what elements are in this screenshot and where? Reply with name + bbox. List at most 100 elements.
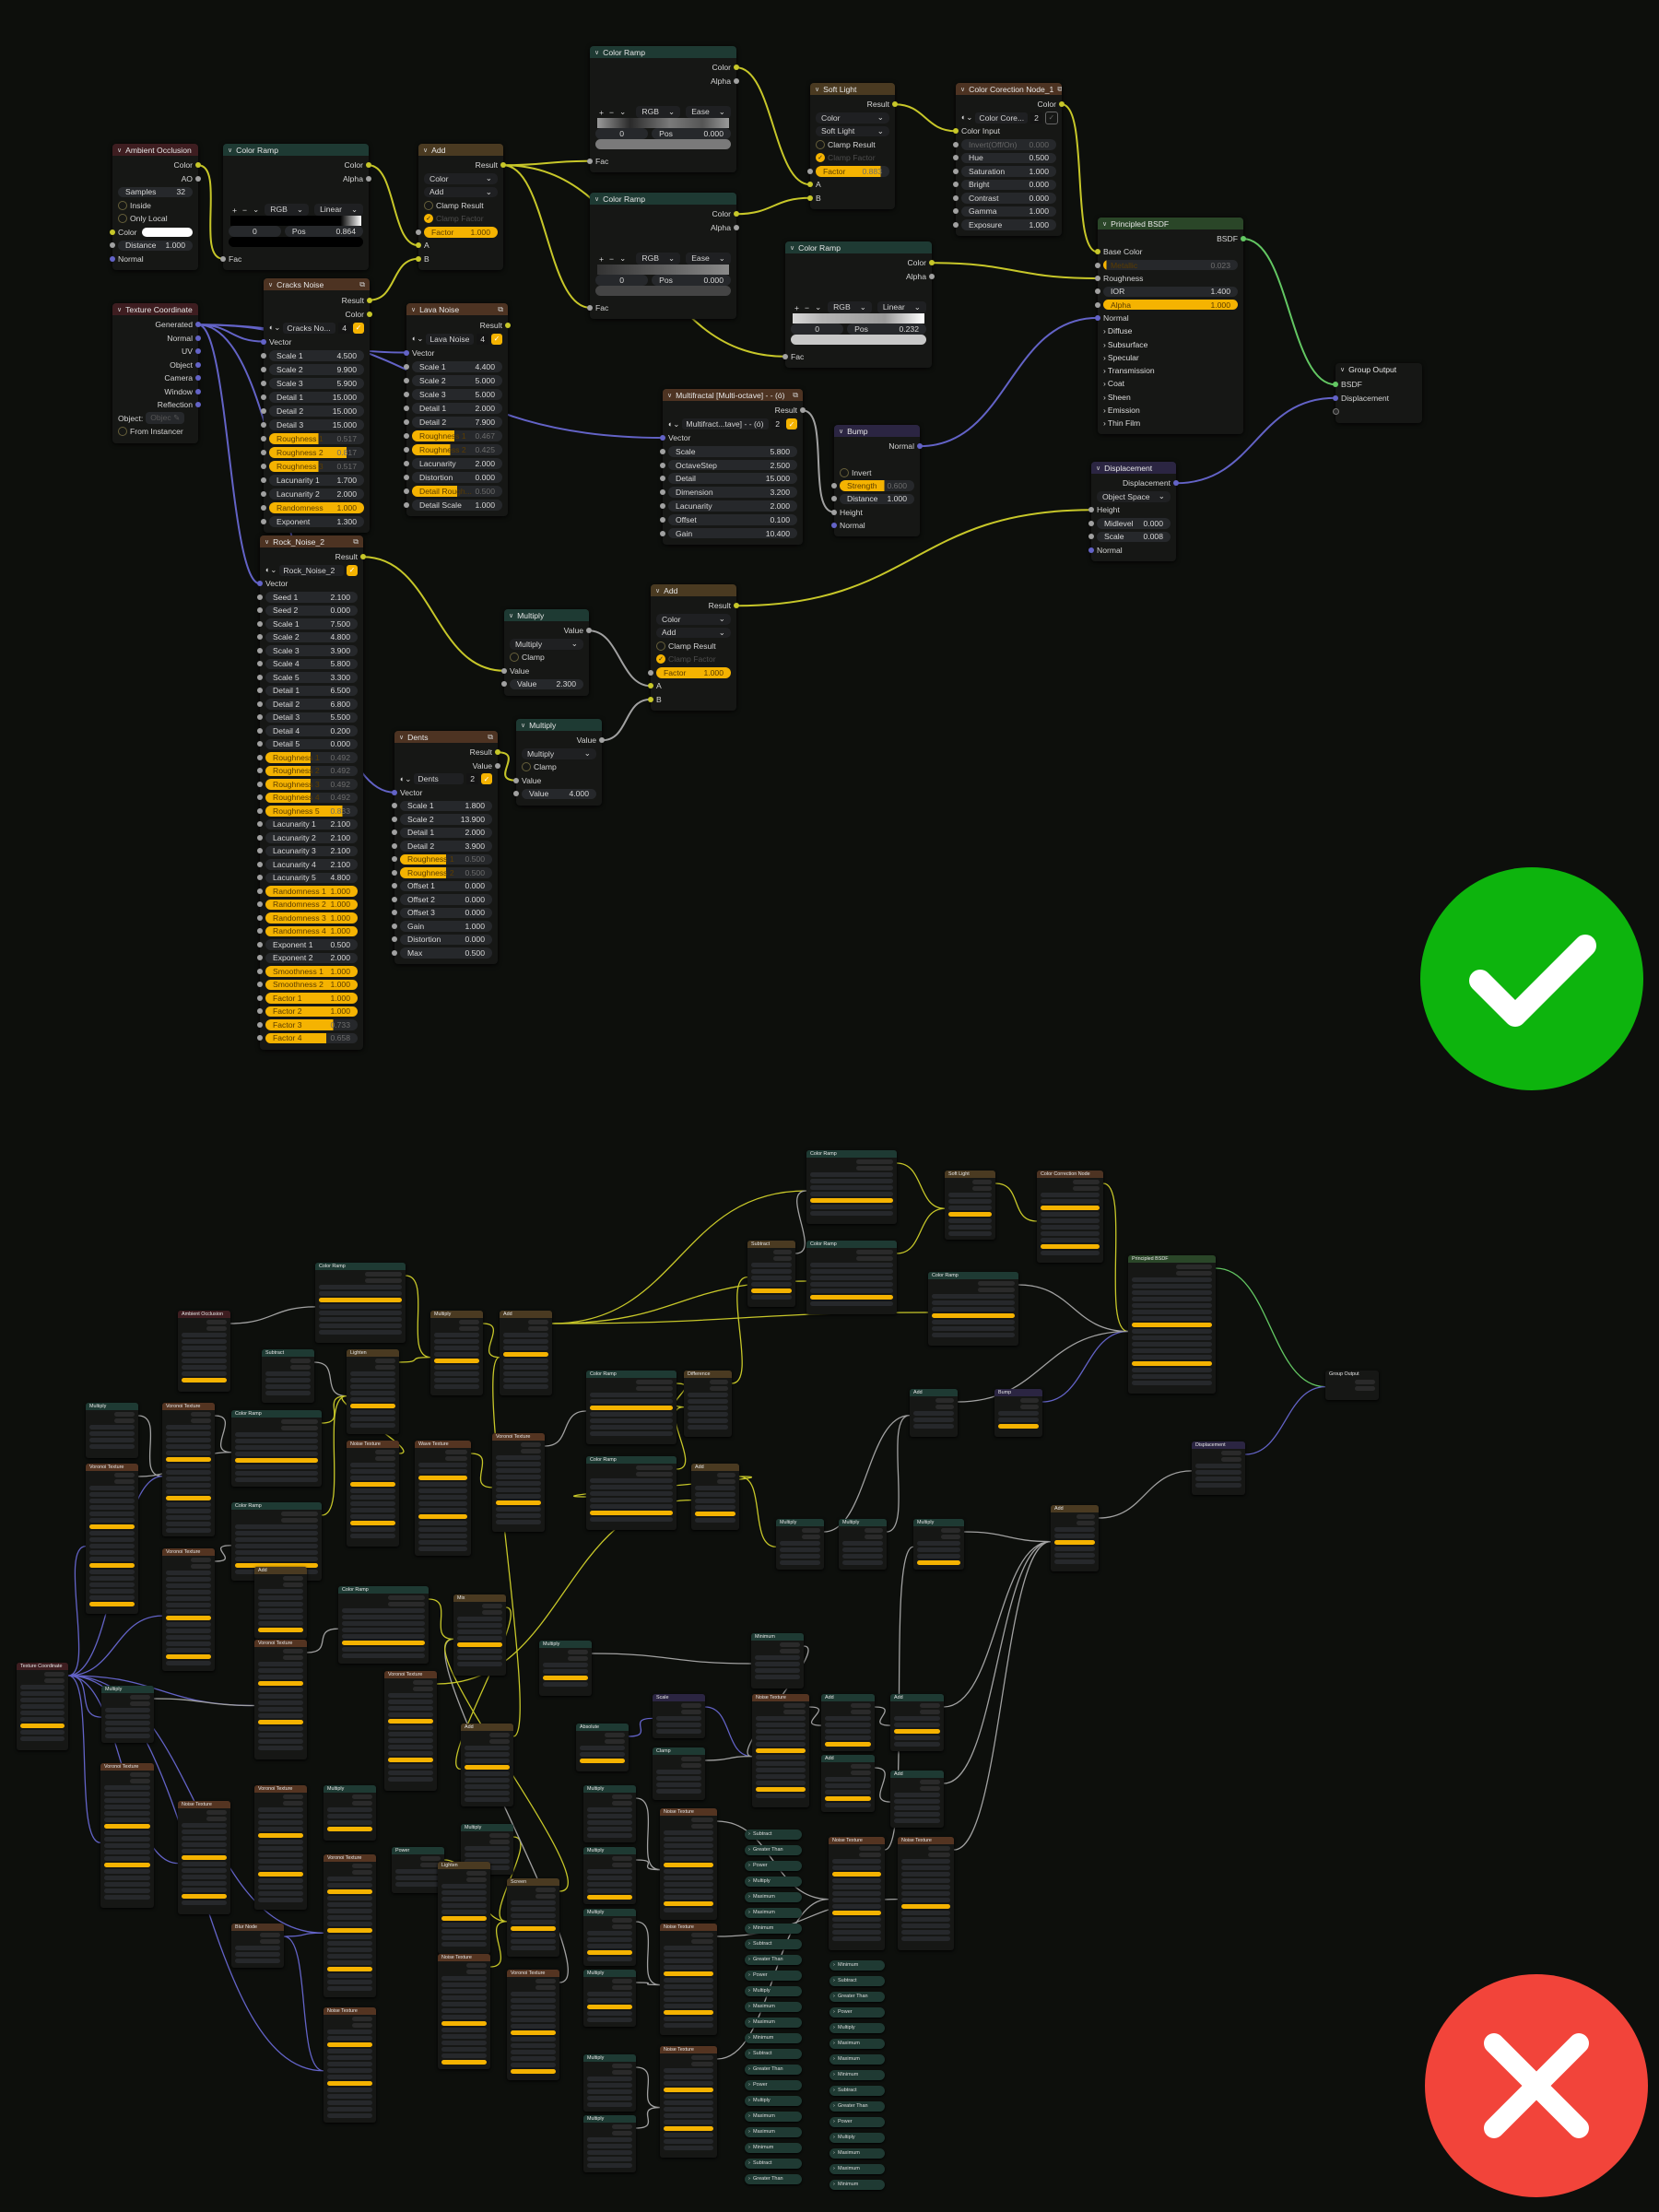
mini-node[interactable]: Voronoi Texture <box>162 1548 215 1671</box>
socket-input[interactable] <box>1088 507 1094 513</box>
collapsed-math-node[interactable]: Subtract <box>830 1976 885 1986</box>
socket-input[interactable] <box>257 781 263 787</box>
collapsed-math-node[interactable]: Greater Than <box>745 2065 802 2075</box>
collapse-chevron-icon[interactable]: ∨ <box>655 587 661 594</box>
socket-output[interactable] <box>917 443 923 450</box>
socket-output[interactable] <box>586 628 592 634</box>
collapsed-math-node[interactable]: Multiply <box>745 1877 802 1887</box>
socket-input[interactable] <box>257 848 263 854</box>
socket-input[interactable] <box>513 791 519 797</box>
socket-input[interactable] <box>257 741 263 747</box>
mini-node[interactable]: Multiply <box>913 1519 964 1570</box>
mini-node-header[interactable]: Absolute <box>576 1724 629 1731</box>
mini-node[interactable]: Multiply <box>583 1970 636 2027</box>
node-header[interactable]: ∨Multiply <box>516 719 602 731</box>
socket-input[interactable] <box>953 141 959 147</box>
socket-output[interactable] <box>495 749 500 756</box>
node-header[interactable]: ∨Displacement <box>1091 462 1176 474</box>
mini-node[interactable]: Noise Texture <box>660 1924 717 2035</box>
stop-index-field[interactable]: 0 <box>229 226 281 237</box>
ramp-gradient-bar[interactable] <box>793 313 924 324</box>
panel-toggle[interactable]: Specular <box>1107 352 1139 362</box>
mini-node[interactable]: Multiply <box>839 1519 887 1570</box>
mini-node[interactable]: Color Ramp <box>231 1410 322 1487</box>
mini-node[interactable]: Noise Texture <box>660 2046 717 2158</box>
collapsed-math-node[interactable]: Subtract <box>745 1939 802 1949</box>
mini-node[interactable]: Add <box>821 1694 875 1751</box>
socket-output[interactable] <box>195 175 201 182</box>
socket-input[interactable] <box>257 674 263 680</box>
mini-node-header[interactable]: Noise Texture <box>324 2007 376 2015</box>
mini-node-header[interactable]: Power <box>392 1847 444 1854</box>
socket-input[interactable] <box>1095 314 1100 321</box>
socket-input[interactable] <box>404 391 409 397</box>
stop-color-swatch[interactable] <box>595 139 731 149</box>
mini-node[interactable]: Noise Texture <box>438 1954 490 2069</box>
collapsed-math-node[interactable]: Subtract <box>745 2159 802 2169</box>
socket-input[interactable] <box>257 875 263 881</box>
mini-node-header[interactable]: Lighten <box>347 1349 399 1357</box>
socket-output[interactable] <box>195 348 201 355</box>
mini-node[interactable]: Color Ramp <box>806 1150 897 1224</box>
socket-input[interactable] <box>831 496 837 502</box>
collapse-chevron-icon[interactable]: ∨ <box>790 244 795 252</box>
mini-node-header[interactable]: Color Ramp <box>586 1456 677 1464</box>
socket-input[interactable] <box>404 432 409 439</box>
socket-input[interactable] <box>257 1021 263 1028</box>
checkbox[interactable] <box>816 139 825 149</box>
socket-output[interactable] <box>367 311 372 317</box>
socket-output[interactable] <box>195 322 201 328</box>
node-group-icon[interactable]: ⧉ <box>353 536 359 546</box>
socket-output[interactable] <box>734 603 739 609</box>
socket-input[interactable] <box>392 816 397 822</box>
collapsed-math-node[interactable]: Power <box>830 2117 885 2127</box>
collapsed-math-node[interactable]: Minimum <box>830 1960 885 1971</box>
socket-input[interactable] <box>501 667 507 674</box>
mini-node[interactable]: Scale <box>653 1694 705 1738</box>
node-group-selector[interactable]: ◐⌄Color Core...2✓ <box>961 111 1058 124</box>
collapsed-math-node[interactable]: Greater Than <box>830 2101 885 2112</box>
socket-output[interactable] <box>929 260 935 266</box>
socket-input[interactable] <box>257 901 263 908</box>
node-header[interactable]: ∨Add <box>651 584 736 596</box>
dropdown[interactable]: Soft Light⌄ <box>816 125 889 136</box>
socket-input[interactable] <box>261 366 266 372</box>
mini-node-header[interactable]: Multiply <box>583 2054 636 2062</box>
mini-node[interactable]: Mix <box>453 1594 506 1676</box>
socket-input[interactable] <box>648 669 653 676</box>
fake-user-shield-icon[interactable]: ✓ <box>1044 111 1058 124</box>
socket-input[interactable] <box>1095 288 1100 295</box>
node-header[interactable]: ∨Multifractal [Multi-octave] - - (ó)⧉ <box>663 389 803 401</box>
mini-node[interactable]: Voronoi Texture <box>324 1854 376 1997</box>
mini-node[interactable]: Difference <box>684 1371 732 1437</box>
